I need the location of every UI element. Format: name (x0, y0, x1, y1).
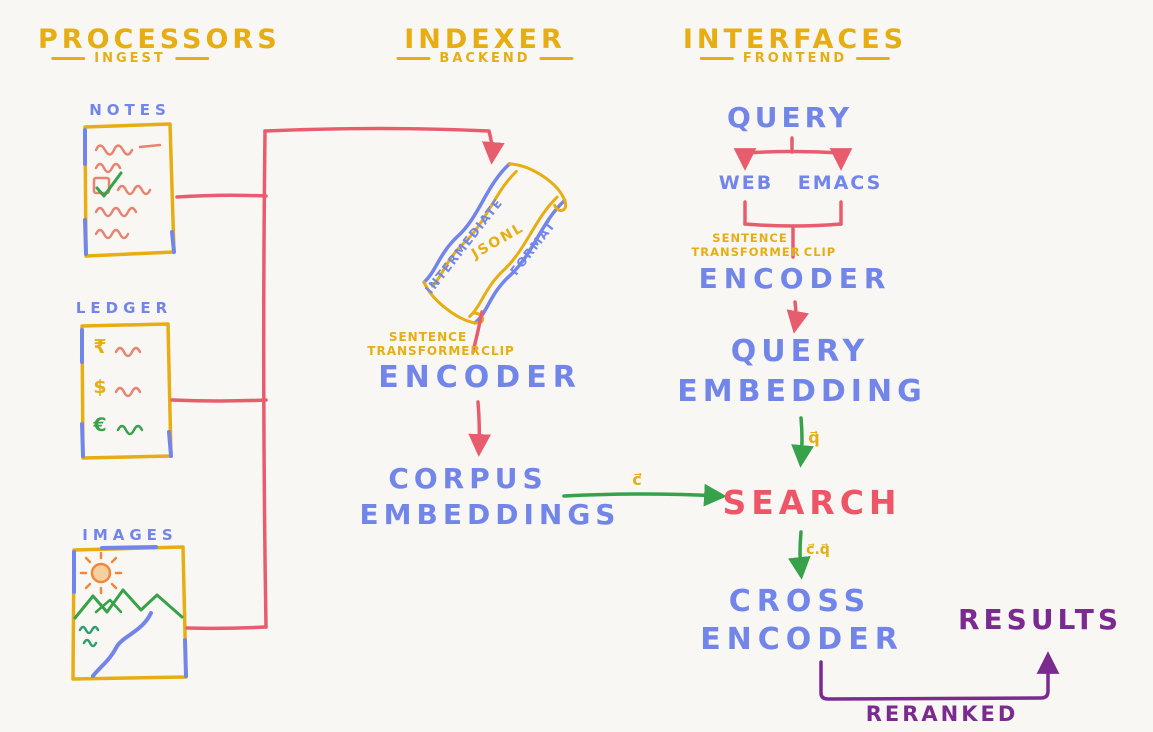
emacs-client-label: EMACS (797, 172, 883, 194)
dot-product-label: c⃗.q⃗ (806, 542, 830, 558)
corpus-vector-label: c⃗ (632, 470, 642, 489)
edge-encoder-to-corpus (468, 400, 492, 457)
notes-card-label: NOTES (89, 101, 171, 119)
corpus-embeddings-line2: EMBEDDINGS (359, 498, 621, 531)
rupee-icon: ₹ (93, 336, 107, 358)
indexer-model-sentence: SENTENCE (388, 330, 468, 344)
edge-query-to-clients (733, 136, 853, 171)
indexer-encoder-label: ENCODER (378, 360, 582, 395)
interfaces-model-sentence: SENTENCE (712, 231, 788, 245)
edge-clients-to-encoder (743, 200, 843, 259)
river-icon (91, 611, 153, 678)
water-icon (78, 625, 100, 648)
dollar-icon: $ (93, 376, 107, 398)
interfaces-encoder-label: ENCODER (698, 262, 892, 295)
indexer-model-clip: CLIP (481, 344, 515, 358)
ledger-card-label: LEDGER (75, 299, 173, 317)
edge-cross-encoder-to-results (819, 651, 1060, 701)
euro-icon: € (93, 414, 107, 436)
mountains-icon (73, 588, 184, 620)
processors-column-subtitle: INGEST (51, 52, 209, 65)
search-label: SEARCH (722, 483, 902, 522)
edge-corpus-to-search (562, 483, 727, 507)
edge-query-embedding-to-search (791, 416, 814, 468)
processors-column-title: PROCESSORS (38, 24, 281, 55)
query-label: QUERY (727, 101, 853, 134)
indexer-model-transformer: TRANSFORMER (367, 344, 481, 358)
reranked-label: RERANKED (865, 702, 1019, 726)
indexer-column-title: INDEXER (404, 24, 566, 55)
edge-encoder-to-query-embedding (786, 300, 810, 334)
corpus-embeddings-line1: CORPUS (388, 462, 548, 495)
notes-card (83, 122, 176, 258)
interfaces-model-clip: CLIP (803, 245, 837, 259)
cross-encoder-line2: ENCODER (700, 622, 904, 657)
edge-search-to-cross-encoder (788, 530, 811, 580)
interfaces-column-title: INTERFACES (682, 24, 908, 55)
sun-icon (79, 551, 123, 595)
images-card (71, 545, 188, 681)
images-card-label: IMAGES (82, 526, 178, 544)
edge-processors-to-indexer (170, 126, 505, 631)
ledger-card (80, 322, 173, 460)
results-label: RESULTS (957, 603, 1123, 636)
cross-encoder-line1: CROSS (728, 584, 872, 619)
query-embedding-line1: QUERY (730, 334, 870, 369)
web-client-label: WEB (718, 172, 774, 194)
interfaces-model-transformer: TRANSFORMER (691, 245, 801, 259)
edge-scroll-to-encoder (471, 310, 484, 354)
query-vector-label: q⃗ (808, 428, 820, 447)
indexer-column-subtitle: BACKEND (396, 52, 573, 65)
query-embedding-line2: EMBEDDING (677, 374, 927, 409)
interfaces-column-subtitle: FRONTEND (700, 52, 890, 65)
